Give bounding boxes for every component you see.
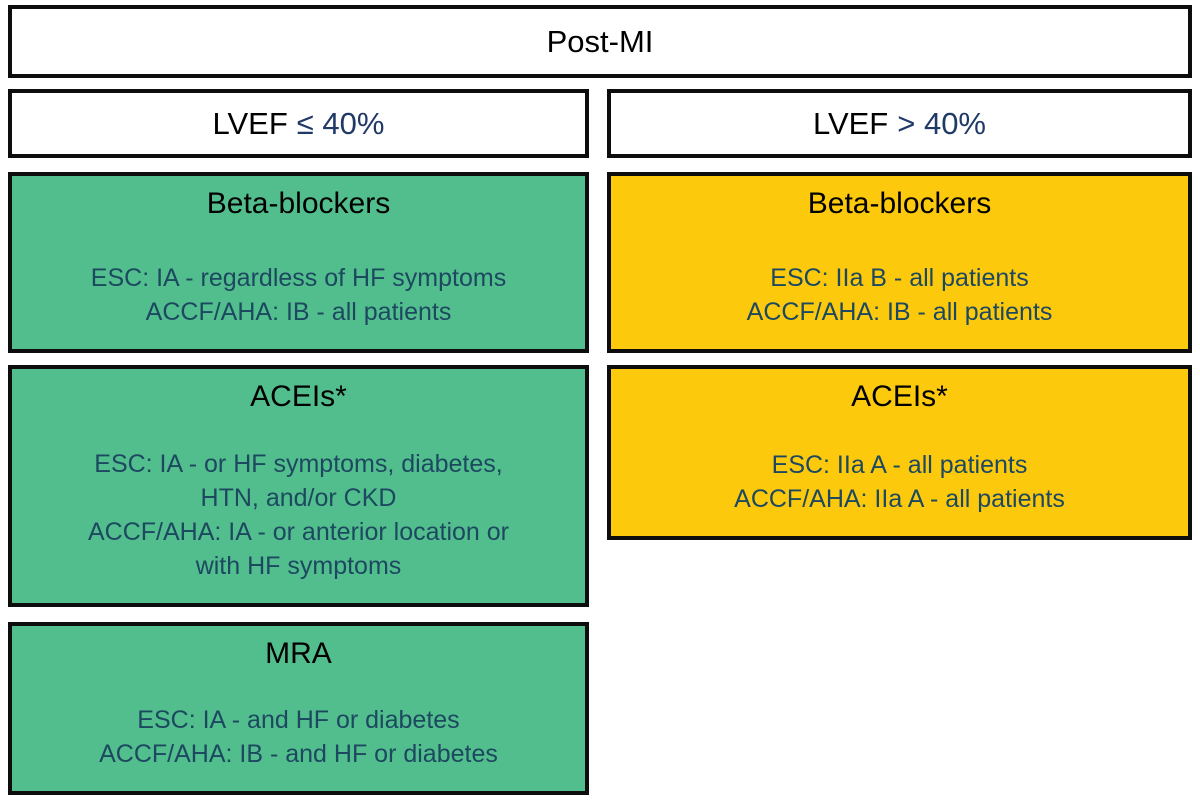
box-title: Beta-blockers <box>206 187 391 220</box>
recommendation-line: ACCF/AHA: IA - or anterior location or <box>88 518 509 546</box>
box-title: Beta-blockers <box>807 187 992 220</box>
recommendation-line: ACCF/AHA: IB - and HF or diabetes <box>99 740 498 768</box>
post-mi-header-box: Post-MI <box>8 5 1192 78</box>
lvef-prefix: LVEF <box>813 105 889 141</box>
recommendation-line: ACCF/AHA: IB - all patients <box>746 298 1053 326</box>
recommendation-line: ACCF/AHA: IIa A - all patients <box>734 485 1065 513</box>
recommendation-line: HTN, and/or CKD <box>200 484 397 512</box>
aceis-preserved-ef-box: ACEIs* ESC: IIa A - all patients ACCF/AH… <box>607 365 1192 540</box>
post-mi-title: Post-MI <box>546 23 654 59</box>
recommendations: ESC: IIa B - all patients ACCF/AHA: IB -… <box>621 261 1178 329</box>
lvef-le-40-box: LVEF ≤ 40% <box>8 89 589 158</box>
beta-blockers-preserved-ef-box: Beta-blockers ESC: IIa B - all patients … <box>607 172 1192 353</box>
mra-low-ef-box: MRA ESC: IA - and HF or diabetes ACCF/AH… <box>8 622 589 795</box>
recommendation-line: ESC: IA - regardless of HF symptoms <box>90 264 507 292</box>
recommendation-line: ESC: IA - or HF symptoms, diabetes, <box>94 450 503 478</box>
lvef-condition: ≤ 40% <box>296 105 385 141</box>
box-title: ACEIs* <box>250 380 347 413</box>
recommendation-line: ESC: IIa A - all patients <box>771 451 1028 479</box>
recommendation-line: ESC: IIa B - all patients <box>770 264 1029 292</box>
beta-blockers-low-ef-box: Beta-blockers ESC: IA - regardless of HF… <box>8 172 589 353</box>
recommendation-line: ESC: IA - and HF or diabetes <box>137 706 460 734</box>
lvef-prefix: LVEF <box>212 105 288 141</box>
recommendations: ESC: IA - and HF or diabetes ACCF/AHA: I… <box>22 703 575 771</box>
recommendations: ESC: IA - regardless of HF symptoms ACCF… <box>22 261 575 329</box>
recommendations: ESC: IIa A - all patients ACCF/AHA: IIa … <box>621 448 1178 516</box>
box-title: MRA <box>265 637 332 670</box>
recommendations: ESC: IA - or HF symptoms, diabetes, HTN,… <box>22 447 575 583</box>
aceis-low-ef-box: ACEIs* ESC: IA - or HF symptoms, diabete… <box>8 365 589 607</box>
box-title: ACEIs* <box>851 380 948 413</box>
lvef-gt-40-box: LVEF > 40% <box>607 89 1192 158</box>
lvef-condition: > 40% <box>897 105 986 141</box>
recommendation-line: with HF symptoms <box>195 552 402 580</box>
recommendation-line: ACCF/AHA: IB - all patients <box>145 298 452 326</box>
